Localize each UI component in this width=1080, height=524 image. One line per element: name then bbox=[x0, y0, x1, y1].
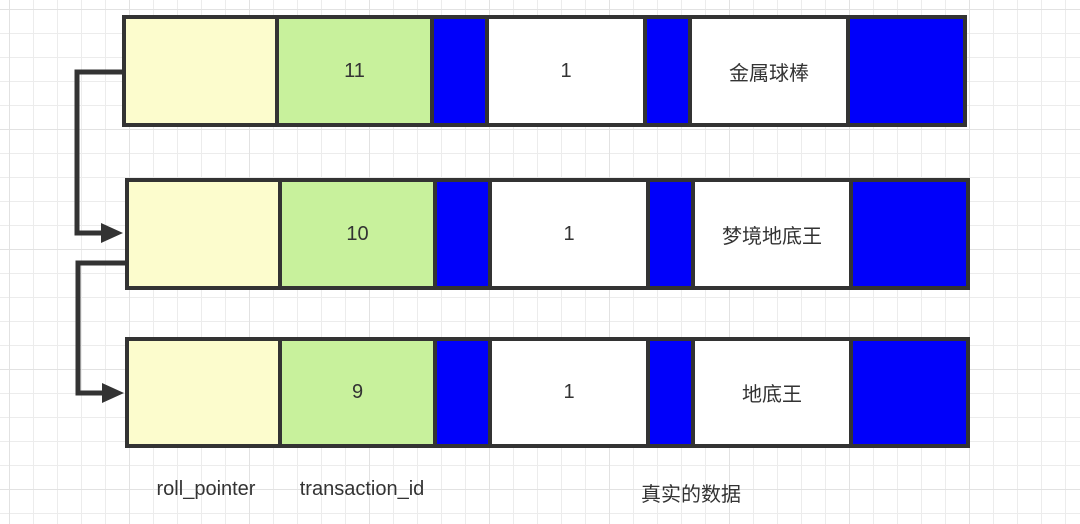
version-row-0: 11 1 金属球棒 bbox=[122, 15, 967, 127]
separator-cell bbox=[434, 19, 489, 123]
roll-pointer-arrow-0-to-1 bbox=[74, 69, 122, 236]
primary-key-cell: 1 bbox=[492, 341, 650, 444]
data-cell: 金属球棒 bbox=[692, 19, 850, 123]
transaction-id-value: 9 bbox=[351, 381, 364, 403]
data-value: 金属球棒 bbox=[729, 62, 809, 85]
primary-key-value: 1 bbox=[563, 381, 575, 403]
arrowhead-icon bbox=[101, 223, 123, 243]
separator-cell bbox=[650, 182, 695, 286]
transaction-id-cell: 10 bbox=[282, 182, 437, 286]
transaction-id-cell: 9 bbox=[282, 341, 437, 444]
roll-pointer-arrow-1-to-2 bbox=[75, 260, 125, 396]
primary-key-value: 1 bbox=[560, 59, 572, 82]
data-value: 地底王 bbox=[742, 384, 802, 406]
real-data-label: 真实的数据 bbox=[641, 484, 741, 506]
primary-key-cell: 1 bbox=[492, 182, 650, 286]
separator-cell bbox=[437, 341, 492, 444]
version-row-2: 9 1 地底王 bbox=[125, 337, 970, 448]
data-cell: 地底王 bbox=[695, 341, 853, 444]
transaction-id-value: 10 bbox=[346, 222, 369, 245]
separator-cell bbox=[647, 19, 692, 123]
version-row-1: 10 1 梦境地底王 bbox=[125, 178, 970, 290]
roll-pointer-label: roll_pointer bbox=[156, 478, 256, 500]
data-cell: 梦境地底王 bbox=[695, 182, 853, 286]
separator-cell bbox=[437, 182, 492, 286]
roll-pointer-cell bbox=[126, 19, 279, 123]
transaction-id-cell: 11 bbox=[279, 19, 434, 123]
transaction-id-value: 11 bbox=[344, 59, 365, 82]
roll-pointer-cell bbox=[129, 341, 282, 444]
roll-pointer-cell bbox=[129, 182, 282, 286]
separator-cell bbox=[650, 341, 695, 444]
separator-cell bbox=[853, 341, 966, 444]
primary-key-cell: 1 bbox=[489, 19, 647, 123]
data-value: 梦境地底王 bbox=[722, 225, 822, 248]
arrowhead-icon bbox=[102, 383, 124, 403]
separator-cell bbox=[850, 19, 963, 123]
transaction-id-label: transaction_id bbox=[299, 478, 425, 500]
separator-cell bbox=[853, 182, 966, 286]
primary-key-value: 1 bbox=[563, 222, 575, 245]
